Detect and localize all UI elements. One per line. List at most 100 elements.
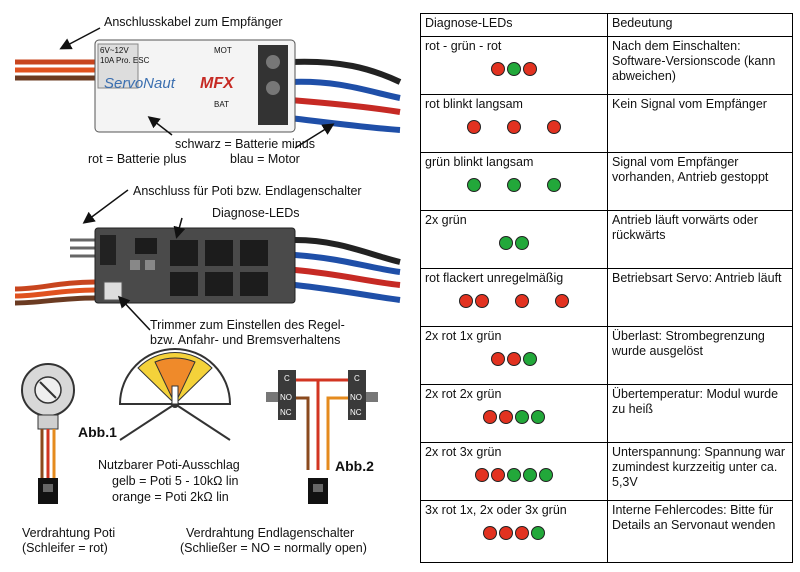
led-sequence [425,468,603,482]
green-led-icon [523,352,537,366]
green-led-icon [515,410,529,424]
limit-switch-wiring [266,370,378,504]
red-led-icon [515,294,529,308]
led-sequence [425,526,603,540]
red-led-icon [491,468,505,482]
green-led-icon [523,468,537,482]
red-led-icon [459,294,473,308]
controller-board-bottom [14,227,401,306]
meaning-cell: Überlast: Strombegrenzung wurde ausgelös… [607,326,793,385]
red-led-icon [475,468,489,482]
green-led-icon [507,468,521,482]
led-gap [523,178,545,192]
led-gap [483,178,505,192]
label-abb2: Abb.2 [335,458,374,474]
led-pattern-label: grün blinkt langsam [425,155,534,169]
led-sequence [425,236,603,250]
led-pattern-label: rot - grün - rot [425,39,502,53]
switch-left-c: C [284,374,290,383]
led-pattern-cell: 2x rot 3x grün [420,442,608,501]
label-poti-range-yellow: gelb = Poti 5 - 10kΩ lin [112,474,239,488]
led-pattern-cell: 2x grün [420,210,608,269]
green-led-icon [531,526,545,540]
poti-sweep-gauge [118,348,232,441]
board-spec-2: 10A Pro. ESC [100,56,150,65]
label-poti-range-orange: orange = Poti 2kΩ lin [112,490,229,504]
table-row: rot flackert unregelmäßig Betriebsart Ser… [420,268,793,327]
red-led-icon [507,352,521,366]
table-header-row: Diagnose-LEDs Bedeutung [420,13,793,37]
red-led-icon [547,120,561,134]
board-model-logo: MFX [200,75,234,92]
board-bat-label: BAT [214,100,229,109]
diagnose-led-table: Diagnose-LEDs Bedeutung rot - grün - rot… [420,13,793,563]
led-gap [483,120,505,134]
illustration-canvas [14,27,402,504]
red-led-icon [483,410,497,424]
table-row: 2x rot 1x grün Überlast: Strombegrenzung … [420,326,793,385]
red-led-icon [499,526,513,540]
label-poti-range-title: Nutzbarer Poti-Ausschlag [98,458,240,472]
label-poti-connector: Anschluss für Poti bzw. Endlagenschalter [133,184,362,198]
led-pattern-label: rot flackert unregelmäßig [425,271,564,285]
green-led-icon [467,178,481,192]
label-red-battery-plus: rot = Batterie plus [88,152,187,166]
switch-left-no: NO [280,393,292,402]
table-row: 2x grün Antrieb läuft vorwärts oder rückw… [420,210,793,269]
label-wiring-poti-note: (Schleifer = rot) [22,541,108,555]
led-pattern-label: 2x rot 2x grün [425,387,502,401]
led-sequence [425,294,603,308]
red-led-icon [467,120,481,134]
header-diagnose-leds: Diagnose-LEDs [420,13,608,37]
label-receiver-cable: Anschlusskabel zum Empfänger [104,15,283,29]
led-pattern-label: 2x grün [425,213,467,227]
label-wiring-switch-note: (Schließer = NO = normally open) [180,541,367,555]
led-pattern-label: 3x rot 1x, 2x oder 3x grün [425,503,567,517]
green-led-icon [539,468,553,482]
red-led-icon [483,526,497,540]
board-spec-1: 6V~12V [100,46,129,55]
led-pattern-label: 2x rot 3x grün [425,445,502,459]
led-gap [531,294,553,308]
led-pattern-cell: rot flackert unregelmäßig [420,268,608,327]
switch-left-nc: NC [280,408,292,417]
label-blue-motor: blau = Motor [230,152,300,166]
led-pattern-cell: rot - grün - rot [420,36,608,95]
red-led-icon [499,410,513,424]
meaning-cell: Betriebsart Servo: Antrieb läuft [607,268,793,327]
led-pattern-cell: 3x rot 1x, 2x oder 3x grün [420,500,608,563]
green-led-icon [531,410,545,424]
red-led-icon [507,120,521,134]
board-brand-logo: ServoNaut [104,75,175,92]
green-led-icon [515,236,529,250]
meaning-cell: Kein Signal vom Empfänger [607,94,793,153]
led-sequence [425,410,603,424]
led-pattern-label: 2x rot 1x grün [425,329,502,343]
led-gap [523,120,545,134]
red-led-icon [491,62,505,76]
red-led-icon [475,294,489,308]
red-led-icon [515,526,529,540]
led-pattern-cell: 2x rot 1x grün [420,326,608,385]
table-row: 2x rot 3x grün Unterspannung: Spannung wa… [420,442,793,501]
green-led-icon [507,62,521,76]
meaning-cell: Unterspannung: Spannung war zumindest ku… [607,442,793,501]
label-black-battery-minus: schwarz = Batterie minus [175,137,315,151]
header-bedeutung: Bedeutung [607,13,793,37]
table-row: 3x rot 1x, 2x oder 3x grün Interne Fehler… [420,500,793,563]
controller-board-top [15,39,402,133]
label-wiring-switch: Verdrahtung Endlagenschalter [186,526,355,540]
potentiometer [21,363,75,504]
led-pattern-cell: grün blinkt langsam [420,152,608,211]
switch-right-c: C [354,374,360,383]
meaning-cell: Signal vom Empfänger vorhanden, Antrieb … [607,152,793,211]
led-gap [491,294,513,308]
led-pattern-cell: 2x rot 2x grün [420,384,608,443]
meaning-cell: Interne Fehlercodes: Bitte für Details a… [607,500,793,563]
meaning-cell: Antrieb läuft vorwärts oder rückwärts [607,210,793,269]
label-abb1: Abb.1 [78,424,117,440]
